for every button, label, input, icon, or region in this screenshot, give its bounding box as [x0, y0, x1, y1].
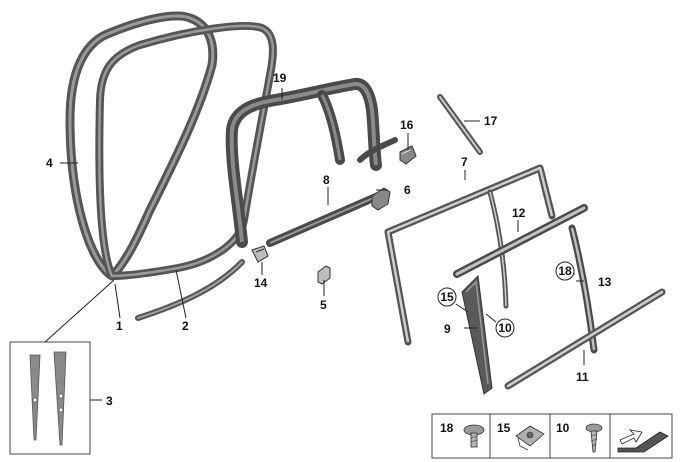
- pillar-trim-9: [461, 274, 493, 395]
- legend-number-10: 10: [556, 421, 570, 435]
- outer-strip-12: [453, 204, 588, 278]
- fastener-legend: 18 15 10: [431, 413, 673, 459]
- callout-6: 6: [404, 183, 411, 197]
- svg-text:15: 15: [440, 290, 454, 304]
- svg-text:18: 18: [558, 264, 572, 278]
- callout-19: 19: [273, 71, 287, 85]
- callout-8: 8: [323, 173, 330, 187]
- callout-16: 16: [400, 118, 414, 132]
- bracket-part-6: [371, 187, 391, 211]
- trim-strip-17: [437, 94, 483, 155]
- callout-9: 9: [444, 322, 451, 336]
- svg-text:10: 10: [498, 321, 512, 335]
- clip-part-16: [399, 145, 417, 165]
- circled-callout-10: 10: [495, 318, 515, 338]
- window-strip-11: [504, 288, 666, 390]
- callout-3: 3: [106, 394, 113, 408]
- clip-part-14: [251, 245, 269, 263]
- self-tapping-screw-icon: [585, 423, 603, 453]
- door-seal-outer: [65, 11, 218, 281]
- callout-5: 5: [320, 298, 327, 312]
- arrow-block-icon: [617, 429, 669, 453]
- callout-1: 1: [116, 319, 123, 333]
- bracket-part-5: [317, 265, 331, 285]
- callout-14: 14: [254, 276, 268, 290]
- legend-number-15: 15: [497, 421, 511, 435]
- lower-seal-strip: [135, 259, 245, 321]
- callout-13: 13: [598, 275, 612, 289]
- callout-7: 7: [461, 155, 468, 169]
- callout-12: 12: [512, 206, 526, 220]
- clip-nut-icon: [515, 425, 545, 451]
- door-seal-inner: [95, 22, 277, 280]
- callout-11: 11: [576, 370, 589, 384]
- callout-17: 17: [484, 114, 498, 128]
- torx-screw-icon: [463, 424, 485, 448]
- circled-callout-18: 18: [555, 261, 575, 281]
- callout-4: 4: [46, 156, 53, 170]
- belt-line-strip: [266, 192, 382, 247]
- legend-number-18: 18: [440, 421, 454, 435]
- circled-callout-15: 15: [437, 287, 457, 307]
- detail-box-3: [9, 341, 91, 455]
- callout-2: 2: [182, 319, 189, 333]
- window-frame-seal: [225, 78, 398, 248]
